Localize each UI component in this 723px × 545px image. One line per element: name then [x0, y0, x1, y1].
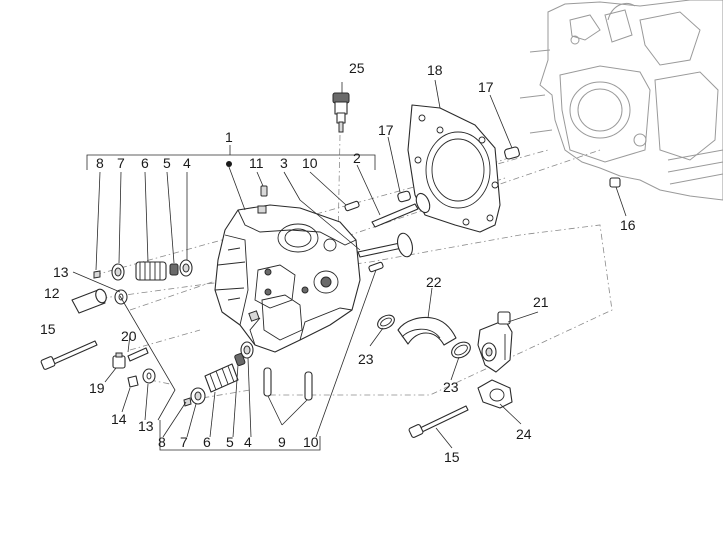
hose-clamp-23-left [377, 314, 395, 330]
callout-7-top: 7 [117, 155, 125, 171]
callout-14: 14 [111, 411, 127, 427]
callout-6-bottom: 6 [203, 434, 211, 450]
callout-24: 24 [516, 426, 532, 442]
callout-20: 20 [121, 328, 137, 344]
pin-11 [260, 185, 268, 197]
hose-22 [397, 316, 457, 346]
dowel-10-top [344, 200, 360, 212]
exhaust-valve [371, 192, 431, 228]
dowel-10-bottom [368, 261, 384, 273]
callout-11: 11 [249, 155, 264, 171]
callout-8-bottom: 8 [158, 434, 166, 450]
callout-17-left: 17 [378, 122, 394, 138]
callout-12: 12 [44, 285, 60, 301]
valve-stem-seal-top [169, 263, 179, 276]
nut-14 [127, 375, 139, 388]
callout-5-bottom: 5 [226, 434, 234, 450]
valve-cotter-bottom [183, 397, 192, 407]
callout-18: 18 [427, 62, 443, 78]
spring-seat-bottom [240, 341, 254, 359]
washer-13-bottom [142, 368, 156, 384]
leader-lines [72, 79, 627, 451]
spacer-12 [71, 288, 107, 314]
callout-1: 1 [225, 129, 233, 145]
spring-retainer-top [111, 263, 125, 281]
callout-6-top: 6 [141, 155, 149, 171]
callout-15-bottom: 15 [444, 449, 460, 465]
plug-16 [609, 177, 621, 188]
stud-9-left [263, 367, 272, 397]
fitting-20 [127, 347, 149, 362]
valve-spring-top [135, 261, 167, 281]
callout-13-top: 13 [53, 264, 69, 280]
callout-4-top: 4 [183, 155, 191, 171]
callout-10-top: 10 [302, 155, 318, 171]
plug-19 [112, 352, 126, 369]
hose-clamp-23-bottom [451, 341, 471, 359]
callout-22: 22 [426, 274, 442, 290]
dowel-bushing-right [504, 146, 520, 160]
gasket-24 [477, 379, 513, 409]
valve-stem-seal-bottom [234, 353, 246, 367]
callout-13-bottom: 13 [138, 418, 154, 434]
callout-16: 16 [620, 217, 636, 233]
callout-21: 21 [533, 294, 549, 310]
callout-9: 9 [278, 434, 286, 450]
head-gasket [407, 104, 501, 233]
valve-spring-bottom [204, 363, 239, 393]
callout-19: 19 [89, 380, 105, 396]
long-bolt-15-left [40, 340, 98, 370]
long-bolt-15-bottom [408, 405, 469, 438]
temperature-sensor [332, 92, 350, 133]
engine-block [519, 0, 723, 201]
callout-5-top: 5 [163, 155, 171, 171]
stud-9-right [304, 371, 313, 401]
callout-15-left: 15 [40, 321, 56, 337]
spring-retainer-bottom [190, 387, 206, 405]
callout-3: 3 [280, 155, 288, 171]
cylinder-head [214, 204, 361, 353]
dowel-bushing-left [397, 190, 411, 203]
thermostat-21 [477, 311, 513, 373]
callout-23-bottom: 23 [443, 379, 459, 395]
callout-labels: 1 8 7 6 5 4 11 3 10 2 25 18 17 17 16 13 … [40, 60, 636, 465]
callout-4-bottom: 4 [244, 434, 252, 450]
callout-7-bottom: 7 [180, 434, 188, 450]
callout-17-right: 17 [478, 79, 494, 95]
callout-10-bottom: 10 [303, 434, 319, 450]
valve-cotter-top [93, 270, 101, 279]
callout-2: 2 [353, 150, 361, 166]
callout-25: 25 [349, 60, 365, 76]
callout-8-top: 8 [96, 155, 104, 171]
callout-23-left: 23 [358, 351, 374, 367]
intake-valve [357, 232, 413, 258]
spring-seat-top [179, 259, 193, 277]
